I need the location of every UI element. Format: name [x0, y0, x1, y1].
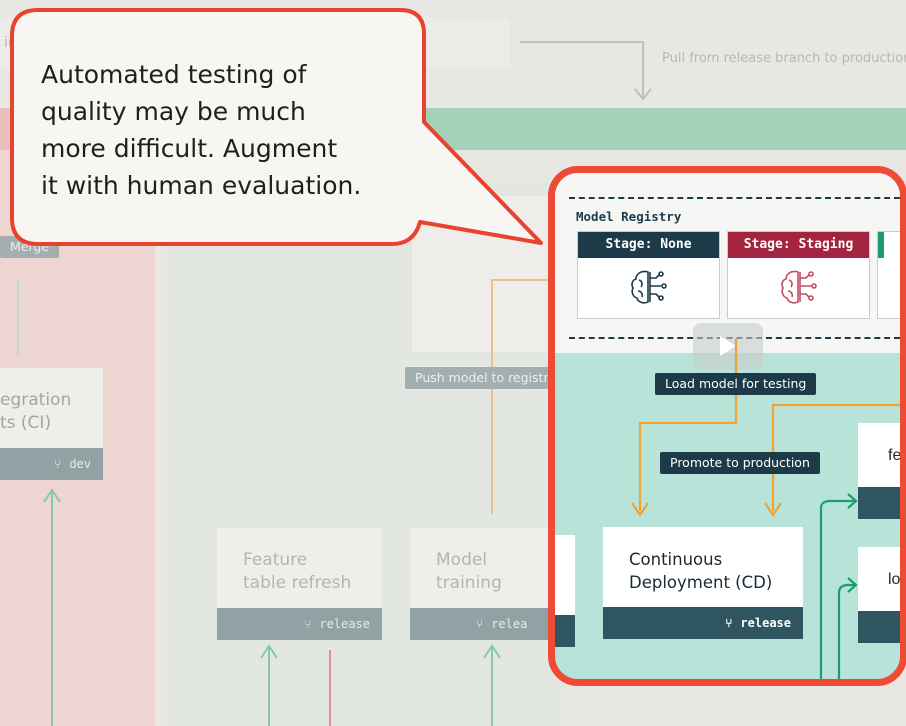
brain-circuit-icon — [631, 270, 667, 304]
right-box-bottom-text: lo — [888, 571, 901, 588]
model-training-edge-bar — [555, 615, 575, 647]
continuous-deployment-box: Continuous Deployment (CD) ⑂ release — [603, 527, 803, 639]
right-box-top-text: fe — [888, 447, 902, 464]
model-training-edge — [555, 535, 575, 647]
registry-border-top — [569, 197, 900, 199]
ci-box-label: egration ts (CI) — [0, 389, 71, 435]
model-training-bar: ⑂ relea — [410, 608, 575, 640]
feature-refresh-box: Feature table refresh ⑂ release — [217, 528, 382, 640]
model-training-box: Model training ⑂ relea — [410, 528, 575, 640]
model-training-label: Model training — [436, 549, 502, 595]
callout-line-2: quality may be much — [41, 97, 306, 126]
pull-connector — [520, 41, 652, 101]
cd-box-label: Continuous Deployment (CD) — [629, 548, 772, 594]
right-box-bottom: lo — [858, 547, 901, 643]
callout-line-1: Automated testing of — [41, 60, 307, 89]
ci-box-bar: ⑂ dev — [0, 448, 103, 480]
branch-icon: ⑂ — [476, 617, 484, 631]
load-model-tag: Load model for testing — [655, 373, 817, 395]
cd-line-1: Continuous — [629, 550, 723, 569]
highlight-frame: Model Registry Stage: None Stage: Stagin… — [548, 166, 906, 686]
branch-icon: ⑂ — [304, 617, 312, 631]
feature-line-2: table refresh — [243, 573, 352, 593]
callout-bubble — [10, 8, 543, 246]
stage-staging-label: Stage: Staging — [728, 232, 869, 258]
callout-text: Automated testing of quality may be much… — [41, 56, 361, 204]
branch-icon: ⑂ — [725, 616, 733, 630]
promote-to-production-tag: Promote to production — [660, 452, 820, 474]
cd-bar-label: release — [740, 616, 791, 630]
callout-line-3: more difficult. Augment — [41, 134, 338, 163]
feature-line-1: Feature — [243, 550, 308, 570]
right-box-top: fe — [858, 423, 902, 519]
registry-title: Model Registry — [576, 209, 682, 224]
model-registry-panel: Model Registry Stage: None Stage: Stagin… — [555, 173, 900, 353]
feature-bar-label: release — [319, 617, 370, 631]
brain-circuit-icon — [781, 270, 817, 304]
stage-production-card — [877, 231, 900, 319]
stage-production-head — [878, 232, 884, 258]
stage-staging-card: Stage: Staging — [727, 231, 870, 319]
push-tag-text: Push model to regis — [415, 370, 539, 385]
model-line-1: Model — [436, 550, 488, 570]
ci-box-bar-label: dev — [69, 457, 91, 471]
stage-none-card: Stage: None — [577, 231, 720, 319]
feature-refresh-bar: ⑂ release — [217, 608, 382, 640]
cd-line-2: Deployment (CD) — [629, 573, 773, 592]
model-line-2: training — [436, 573, 502, 593]
stage-none-label: Stage: None — [578, 232, 719, 258]
right-box-top-bar — [858, 487, 900, 519]
push-to-registry-tag: Push model to registry — [405, 367, 566, 389]
ci-box: egration ts (CI) ⑂ dev — [0, 368, 103, 480]
branch-icon: ⑂ — [54, 457, 62, 471]
video-play-button[interactable] — [693, 323, 763, 369]
play-icon — [720, 336, 736, 356]
ci-box-line-1: egration — [0, 390, 72, 410]
feature-refresh-label: Feature table refresh — [243, 549, 351, 595]
background-arrows — [17, 279, 548, 726]
pull-label: Pull from release branch to production — [662, 51, 906, 66]
callout-line-4: it with human evaluation. — [41, 171, 362, 200]
ci-box-line-2: ts (CI) — [0, 413, 52, 433]
right-box-bottom-bar — [858, 611, 900, 643]
cd-box-bar: ⑂ release — [603, 607, 803, 639]
model-bar-label: relea — [491, 617, 528, 631]
